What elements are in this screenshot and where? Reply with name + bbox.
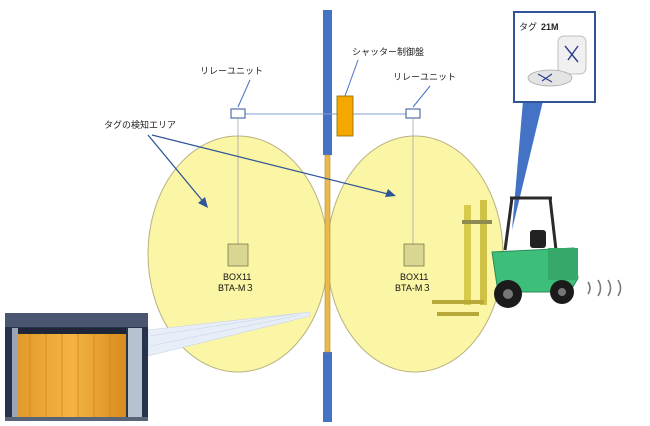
shutter-control-panel	[336, 95, 354, 137]
relay-unit-left-label: リレーユニット	[200, 67, 263, 77]
wall-lower	[323, 352, 332, 422]
box11-right	[403, 243, 425, 267]
tag-area-label: タグの検知エリア	[104, 119, 176, 131]
tag-area-arrowhead-left	[198, 197, 208, 208]
relay-unit-left	[230, 108, 246, 119]
shutter-panel-label: シャッター制御盤	[352, 46, 424, 58]
relay-unit-right	[405, 108, 421, 119]
box-right-label-1: BOX11	[400, 272, 428, 282]
tag-photo-frame	[513, 11, 596, 103]
box-left-label-1: BOX11	[223, 272, 251, 282]
beam-line-1	[149, 312, 301, 337]
tag-area-arrow-left	[147, 134, 207, 206]
shutter-curtain	[324, 154, 331, 353]
tag-photo-label: タグ	[519, 21, 537, 33]
leader-shutter-panel	[344, 59, 359, 97]
tag-callout-beam	[512, 101, 543, 230]
leader-relay-right	[412, 85, 431, 108]
tag-model-label: 21M	[541, 22, 559, 32]
tag-area-arrowhead-right	[385, 189, 396, 197]
wall-upper	[323, 10, 332, 155]
leader-relay-left	[237, 79, 251, 108]
forklift-icon	[432, 196, 579, 316]
box-right-label-2: BTA-M３	[395, 283, 431, 293]
box11-left	[227, 243, 249, 267]
tag-device-icon	[527, 35, 587, 87]
shutter-door-photo	[5, 313, 148, 421]
box-left-label-2: BTA-M３	[218, 283, 254, 293]
tag-area-arrow-right	[151, 134, 393, 196]
beam-line-2	[149, 314, 301, 347]
signal-waves-icon	[587, 279, 622, 297]
relay-unit-right-label: リレーユニット	[393, 73, 456, 83]
